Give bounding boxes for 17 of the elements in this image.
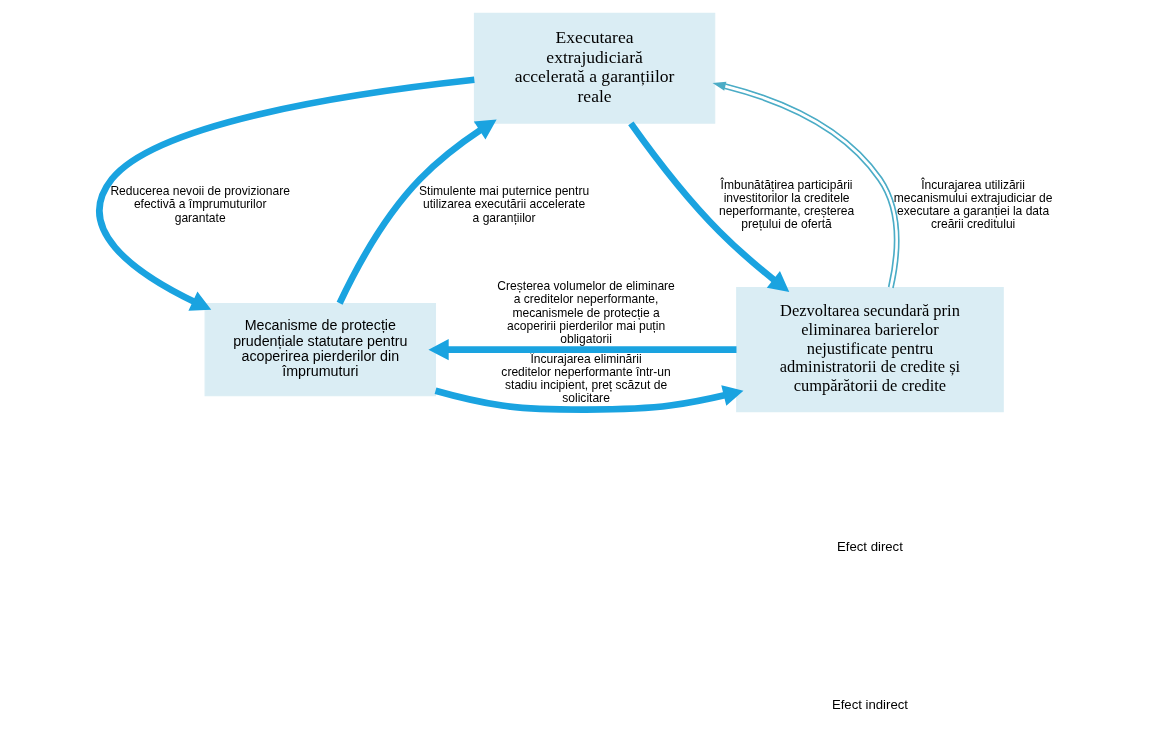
arrow: [336, 118, 497, 305]
edge-label: Încurajarea utilizării mecanismului extrajudiciar de executare a garanției la data creării creditului: [893, 177, 1053, 231]
arrow: [428, 338, 737, 360]
edge-label: Îmbunătățirea participării investitorilor la creditele neperformante, creșterea prețului de ofertă: [718, 177, 855, 231]
legend-label: Efect indirect: [831, 696, 908, 712]
edge-label: Încurajarea eliminării creditelor neperformante într-un stadiu incipient, preț scăzut de solicitare: [501, 351, 671, 405]
edge-label: Reducerea nevoii de provizionare efectivă a împrumuturilor garantate: [110, 183, 290, 225]
edge-label: Creșterea volumelor de eliminare a creditelor neperformante, mecanismele de protecție a acoperirii pierderilor mai puțin obligatorii: [497, 278, 675, 346]
arrow: [434, 384, 744, 413]
node-box: Executarea extrajudiciară accelerată a garanțiilor reale: [473, 12, 716, 124]
node-box: Dezvoltarea secundară prin eliminarea barierelor nejustificate pentru administratorii de credite și cumpărătorii de credite: [736, 286, 1004, 412]
edge-label: Stimulente mai puternice pentru utilizarea executării accelerate a garanțiilor: [419, 183, 590, 225]
legend-label: Efect direct: [837, 538, 903, 554]
arrow: [628, 120, 790, 292]
arrow: [712, 81, 900, 289]
arrow: [96, 76, 475, 311]
node-box: Mecanisme de protecție prudențiale statutare pentru acoperirea pierderilor din împrumuturi: [204, 302, 437, 396]
